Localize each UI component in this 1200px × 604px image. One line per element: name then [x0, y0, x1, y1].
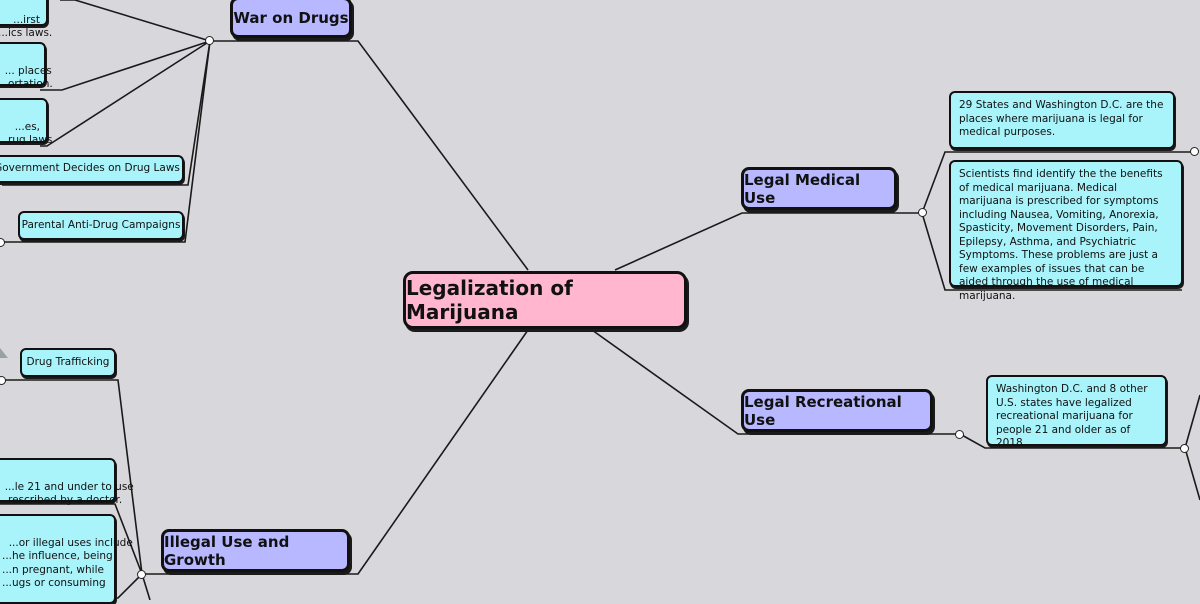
- leaf-recreational-washington[interactable]: Washington D.C. and 8 other U.S. states …: [986, 375, 1167, 449]
- edge-central-war: [230, 40, 529, 271]
- topic-war-on-drugs[interactable]: War on Drugs: [230, 0, 352, 38]
- central-topic-label: Legalization of Marijuana: [406, 276, 573, 324]
- leaf-recreational-washington-text: Washington D.C. and 8 other U.S. states …: [996, 383, 1148, 449]
- edge-rec-exit-up: [1184, 394, 1200, 449]
- topic-war-on-drugs-label: War on Drugs: [233, 8, 349, 27]
- leaf-illegal-uses[interactable]: ...or illegal uses include ...he influen…: [0, 514, 133, 604]
- leaf-drug-trafficking[interactable]: Drug Trafficking: [20, 348, 116, 377]
- edge-war-druglaws: [40, 40, 211, 147]
- leaf-medical-states[interactable]: 29 States and Washington D.C. are the pl…: [949, 91, 1175, 149]
- leaf-medical-states-text: 29 States and Washington D.C. are the pl…: [959, 99, 1164, 138]
- edge-central-medical: [614, 212, 922, 271]
- leaf-parental-campaigns-text: Parental Anti-Drug Campaigns: [21, 218, 181, 231]
- leaf-medical-scientists[interactable]: Scientists find identify the the benefit…: [949, 160, 1183, 302]
- collapse-handle-medical-leaf[interactable]: [1190, 147, 1199, 156]
- leaf-war-places[interactable]: ... places ...ortation.: [0, 42, 53, 90]
- collapse-handle-recreational[interactable]: [955, 430, 964, 439]
- topic-illegal-use-growth-label: Illegal Use and Growth: [164, 532, 290, 569]
- collapse-handle-medical[interactable]: [918, 208, 927, 217]
- edge-central-illegal: [142, 329, 529, 575]
- edge-war-first: [60, 0, 211, 42]
- collapse-handle-war[interactable]: [205, 36, 214, 45]
- edge-central-recreational: [591, 329, 960, 435]
- leaf-government-decides-text: Government Decides on Drug Laws: [0, 162, 180, 175]
- collapse-handle-parental[interactable]: [0, 238, 5, 247]
- leaf-government-decides[interactable]: Government Decides on Drug Laws: [0, 155, 184, 183]
- leaf-illegal-uses-text: ...or illegal uses include ...he influen…: [2, 536, 133, 590]
- edge-illegal-trafficking: [0, 379, 143, 575]
- leaf-under-21[interactable]: ...le 21 and under to use ...rescribed b…: [0, 458, 134, 506]
- topic-legal-medical-use[interactable]: Legal Medical Use: [741, 167, 897, 210]
- collapse-handle-illegal[interactable]: [137, 570, 146, 579]
- edge-med-states: [921, 151, 1195, 214]
- edge-war-places: [40, 40, 211, 91]
- topic-legal-medical-use-label: Legal Medical Use: [744, 170, 861, 207]
- topic-legal-recreational-use-label: Legal Recreational Use: [744, 392, 902, 429]
- leaf-drug-trafficking-text: Drug Trafficking: [26, 355, 110, 368]
- leaf-parental-campaigns[interactable]: Parental Anti-Drug Campaigns: [18, 211, 184, 240]
- leaf-war-drug-laws[interactable]: ...es, ...rug laws: [0, 98, 52, 146]
- edge-rec-exit-down: [1184, 447, 1200, 501]
- edge-med-sci: [921, 212, 1182, 291]
- collapse-handle-trafficking[interactable]: [0, 376, 6, 385]
- collapsed-arrow-icon: [0, 348, 8, 358]
- edge-war-parental: [0, 40, 211, 243]
- leaf-medical-scientists-text: Scientists find identify the the benefit…: [959, 168, 1163, 302]
- collapse-handle-recreational-leaf[interactable]: [1180, 444, 1189, 453]
- central-topic[interactable]: Legalization of Marijuana: [403, 271, 687, 329]
- leaf-war-first-laws-text: ...irst ...ics laws.: [0, 13, 53, 40]
- topic-illegal-use-growth[interactable]: Illegal Use and Growth: [161, 529, 350, 572]
- edge-rec-leaf: [959, 433, 1185, 449]
- edge-war-government: [2, 40, 211, 186]
- edge-illegal-under21: [0, 503, 143, 575]
- leaf-war-first-laws[interactable]: ...irst ...ics laws.: [0, 0, 52, 39]
- leaf-war-places-text: ... places ...ortation.: [0, 64, 53, 91]
- topic-legal-recreational-use[interactable]: Legal Recreational Use: [741, 389, 933, 432]
- leaf-under-21-text: ...le 21 and under to use ...rescribed b…: [0, 480, 134, 507]
- leaf-war-drug-laws-text: ...es, ...rug laws: [0, 120, 53, 147]
